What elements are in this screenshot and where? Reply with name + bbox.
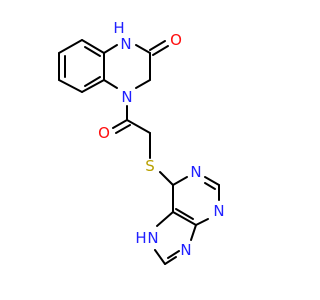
bond-n9-c8 (164, 256, 177, 265)
bond-n-ring-c (103, 79, 118, 89)
quinoxaline-nitrogen-label: N (120, 35, 131, 53)
bond-n1-c2-inner (204, 182, 216, 190)
purine-n3-label: N (213, 202, 224, 220)
bond-n3-c4 (195, 218, 209, 226)
purine-n7-label: N (147, 229, 158, 247)
nh-hydrogen-label: H (113, 19, 124, 37)
bond-acyl-co-2 (115, 124, 131, 134)
bond-n9-c8-inner (167, 250, 180, 259)
bond-c4-n9 (190, 224, 197, 241)
bond-n7-c5 (156, 211, 174, 227)
purine-imidazole-ring (154, 211, 197, 265)
purine-n9-label: N (180, 241, 191, 259)
acyl-side-chain (112, 105, 174, 186)
purine-n1-label: N (190, 163, 201, 181)
bond-c8-n7 (154, 249, 166, 265)
bond-c4-c5 (172, 211, 197, 226)
bond-nh-carbonyl (135, 44, 151, 54)
molecule-structure-diagram: H N O N O S N N N H N (58, 19, 225, 265)
bond-c6-n1 (172, 176, 188, 186)
bond-n1-c2 (204, 176, 220, 186)
bond-benzene-1 (81, 39, 105, 54)
bond-acyl-c-ch2 (126, 119, 151, 134)
bond-benzene-3 (81, 79, 105, 93)
purine-nh-hydrogen-label: H (135, 229, 146, 247)
bond-benzene-6 (58, 39, 83, 54)
bond-ring-c-nh (103, 44, 118, 54)
bond-benzene-1-inner (84, 46, 101, 57)
bond-lactam-co-2 (152, 45, 169, 56)
bond-benzene-4 (58, 79, 83, 93)
bond-acyl-co-1 (112, 119, 128, 129)
amide-nitrogen-label: N (121, 88, 132, 106)
lactam-oxygen-label: O (170, 31, 182, 49)
benzene-ring (58, 39, 105, 93)
bond-ch2-n (135, 79, 151, 89)
acyl-oxygen-label: O (98, 124, 110, 142)
piperazinone-ring (103, 40, 169, 89)
bond-c4-c5-inner (175, 208, 194, 220)
bond-lactam-co-1 (149, 40, 166, 51)
thioether-sulfur-label: S (145, 157, 155, 175)
bond-s-purine (159, 171, 174, 186)
bond-benzene-3-inner (84, 76, 101, 87)
purine-pyrimidine-ring (172, 176, 220, 226)
